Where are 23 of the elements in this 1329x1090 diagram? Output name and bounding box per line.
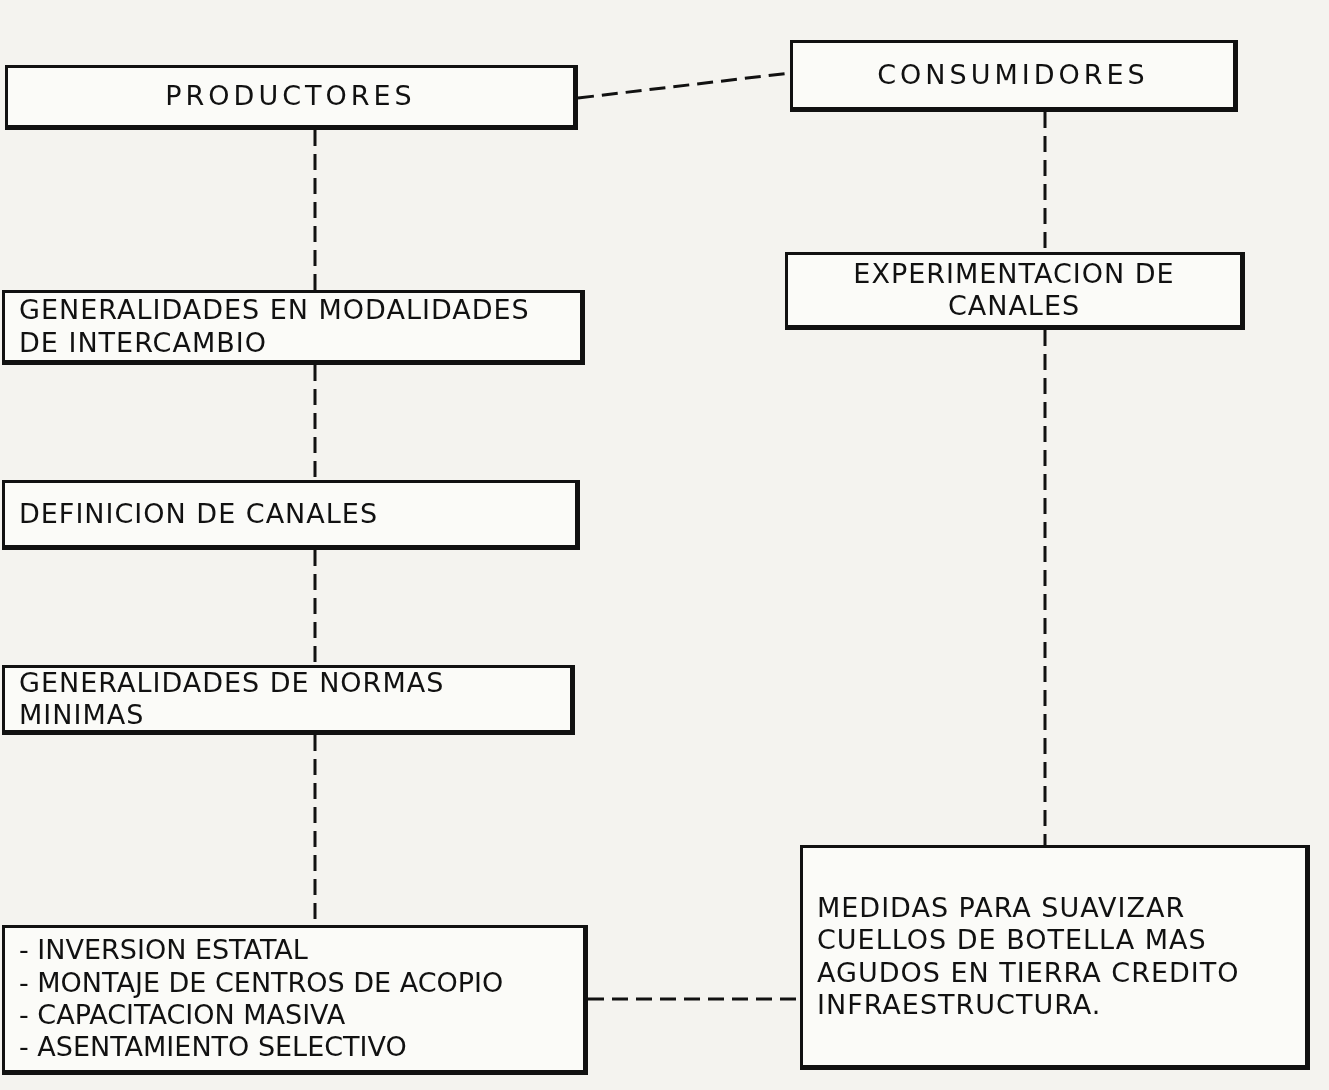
- dashed-connector: [313, 550, 317, 665]
- process-box: [800, 845, 1310, 1070]
- box-text: - INVERSION ESTATAL: [19, 934, 308, 967]
- process-box: [790, 40, 1238, 112]
- dashed-connector: [1043, 330, 1047, 845]
- box-text: GENERALIDADES EN MODALIDADES DE INTERCAMBIO: [19, 294, 531, 359]
- process-box: [5, 65, 578, 130]
- process-box: [2, 290, 585, 365]
- process-box: [2, 925, 588, 1075]
- dashed-connector: [313, 365, 317, 480]
- box-text: EXPERIMENTACION DE CANALES: [852, 257, 1176, 323]
- box-text: - CAPACITACION MASIVA: [19, 999, 346, 1032]
- box-text: CONSUMIDORES: [877, 58, 1149, 92]
- box-text: GENERALIDADES DE NORMAS MINIMAS: [19, 666, 446, 732]
- box-text: PRODUCTORES: [165, 80, 416, 113]
- box-text: - ASENTAMIENTO SELECTIVO: [19, 1031, 407, 1064]
- process-box: [2, 480, 580, 550]
- box-text: - MONTAJE DE CENTROS DE ACOPIO: [19, 966, 504, 999]
- box-text: MEDIDAS PARA SUAVIZAR CUELLOS DE BOTELLA MAS AGUDOS EN TIERRA CREDITO INFRAESTRUCTURA.: [817, 891, 1241, 1022]
- process-box: [2, 665, 575, 735]
- box-text: DEFINICION DE CANALES: [19, 497, 378, 531]
- process-box: [785, 252, 1245, 330]
- dashed-connector: [313, 130, 317, 290]
